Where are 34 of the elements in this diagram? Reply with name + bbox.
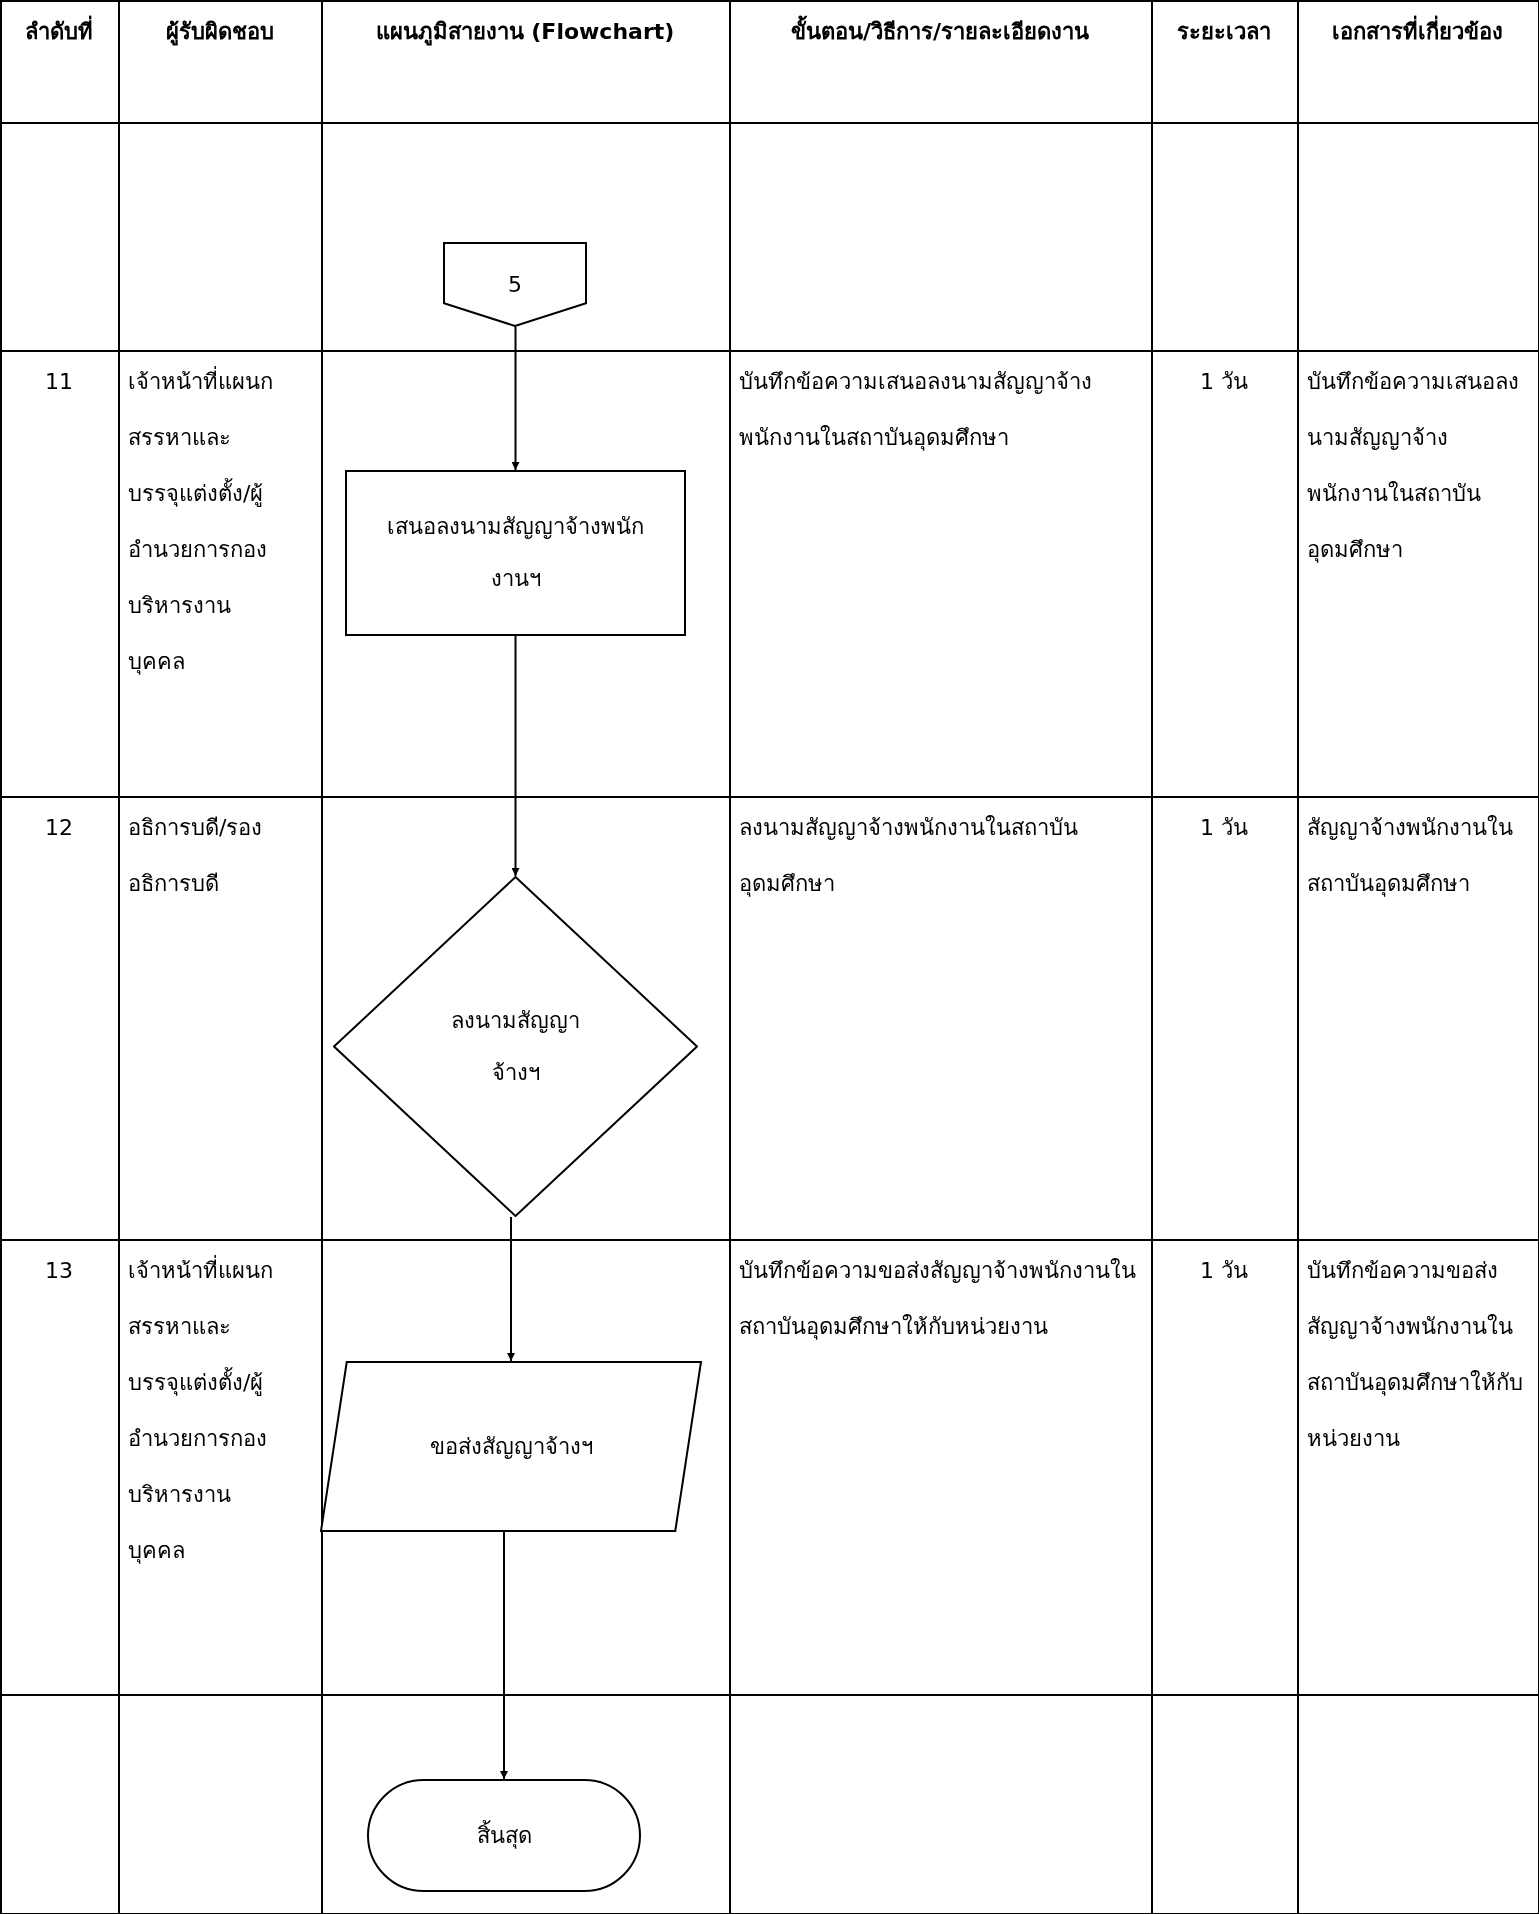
decision-diamond [333, 876, 698, 1217]
column-header: ลำดับที่ [10, 4, 108, 60]
duration-text: 1 วัน [1199, 368, 1249, 396]
arrow [500, 1531, 508, 1780]
duration-text: 1 วัน [1199, 1257, 1249, 1285]
node-text: ลงนามสัญญาจ้างฯ [450, 1006, 581, 1087]
column-header: ระยะเวลา [1176, 18, 1272, 46]
document-text: สัญญาจ้างพนักงานในสถาบันอุดมศึกษา [1307, 814, 1514, 899]
document-text: บันทึกข้อความเสนอลงนามสัญญาจ้างพนักงานในสถาบันอุดมศึกษา [1307, 368, 1520, 565]
arrow [511, 635, 520, 877]
off-page-connector [443, 242, 587, 327]
row-number: 11 [44, 368, 74, 396]
responsible-text: เจ้าหน้าที่แผนกสรรหาและบรรจุแต่งตั้ง/ผู้อำนวยการกองบริหารงานบุคคล [128, 1243, 278, 1579]
arrow [507, 1216, 515, 1362]
column-header: ขั้นตอน/วิธีการ/รายละเอียดงาน [739, 4, 1141, 60]
process-box [345, 470, 686, 636]
step-text: ลงนามสัญญาจ้างพนักงานในสถาบันอุดมศึกษา [739, 814, 1079, 899]
data-parallelogram [320, 1361, 702, 1532]
step-text: บันทึกข้อความขอส่งสัญญาจ้างพนักงานในสถาบันอุดมศึกษาให้กับหน่วยงาน [739, 1257, 1137, 1342]
node-text: สิ้นสุด [476, 1819, 532, 1851]
node-text: 5 [508, 270, 522, 299]
duration-text: 1 วัน [1199, 814, 1249, 842]
step-text: บันทึกข้อความเสนอลงนามสัญญาจ้างพนักงานในสถาบันอุดมศึกษา [739, 368, 1093, 453]
responsible-text: เจ้าหน้าที่แผนกสรรหาและบรรจุแต่งตั้ง/ผู้อำนวยการกองบริหารงานบุคคล [128, 354, 278, 690]
arrow [511, 326, 520, 471]
node-text: ขอส่งสัญญาจ้างฯ [429, 1432, 593, 1461]
column-header: แผนภูมิสายงาน (Flowchart) [374, 18, 676, 48]
row-number: 13 [44, 1257, 74, 1285]
document-text: บันทึกข้อความขอส่งสัญญาจ้างพนักงานในสถาบันอุดมศึกษาให้กับหน่วยงาน [1307, 1257, 1524, 1453]
row-number: 12 [44, 814, 74, 842]
column-header: เอกสารที่เกี่ยวข้อง [1307, 4, 1528, 60]
responsible-text: อธิการบดี/รองอธิการบดี [128, 814, 264, 898]
column-header: ผู้รับผิดชอบ [164, 18, 275, 48]
node-text: เสนอลงนามสัญญาจ้างพนักงานฯ [386, 513, 645, 593]
